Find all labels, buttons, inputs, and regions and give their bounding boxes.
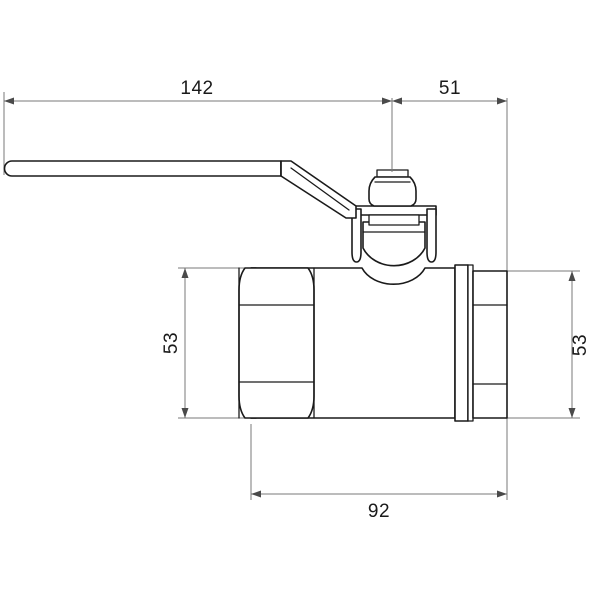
arrow-53-right-top: [568, 271, 576, 281]
stem-nut-hex: [368, 176, 417, 207]
bonnet-dome-outline: [362, 221, 426, 267]
dimension-handle-length: 142: [4, 78, 392, 105]
arrow-51-left: [392, 97, 402, 105]
lever-handle: [3, 160, 282, 177]
lever-handle-bar: [3, 160, 282, 177]
outlet-flange-ring: [454, 264, 469, 422]
dimension-outlet-height: 53: [568, 271, 591, 418]
arrow-53-left-bottom: [181, 408, 189, 418]
outlet-hex-outline: [472, 270, 508, 419]
handle-crank: [280, 160, 357, 219]
inlet-hex-nut: [238, 267, 315, 419]
dimension-stem-to-outlet: 51: [392, 78, 507, 105]
dim-label-51: 51: [439, 78, 461, 99]
dimension-body-length: 92: [251, 490, 507, 522]
dim-label-92: 92: [368, 501, 390, 522]
dim-label-53-left: 53: [161, 332, 182, 354]
arrow-92-left: [251, 490, 261, 498]
arrow-142-left: [4, 97, 14, 105]
outlet-hex: [472, 270, 508, 419]
bracket-centre-pad: [368, 214, 420, 226]
arrow-92-right: [497, 490, 507, 498]
dim-label-53-right: 53: [570, 334, 591, 356]
bracket-left-arm: [351, 208, 362, 263]
bracket-right-arm: [426, 208, 437, 263]
arrow-51-right: [497, 97, 507, 105]
handle-crank-fold-line: [290, 167, 350, 211]
inlet-hex-outline: [238, 267, 315, 419]
stem-nut: [368, 101, 417, 207]
dim-label-142: 142: [180, 78, 213, 99]
bonnet-dome: [362, 221, 426, 267]
bracket-top-plate: [351, 205, 437, 216]
arrow-53-right-bottom: [568, 408, 576, 418]
outlet-flange: [454, 264, 474, 422]
arrow-142-right: [382, 97, 392, 105]
dimension-inlet-height: 53: [161, 268, 189, 418]
arrow-53-left-top: [181, 268, 189, 278]
